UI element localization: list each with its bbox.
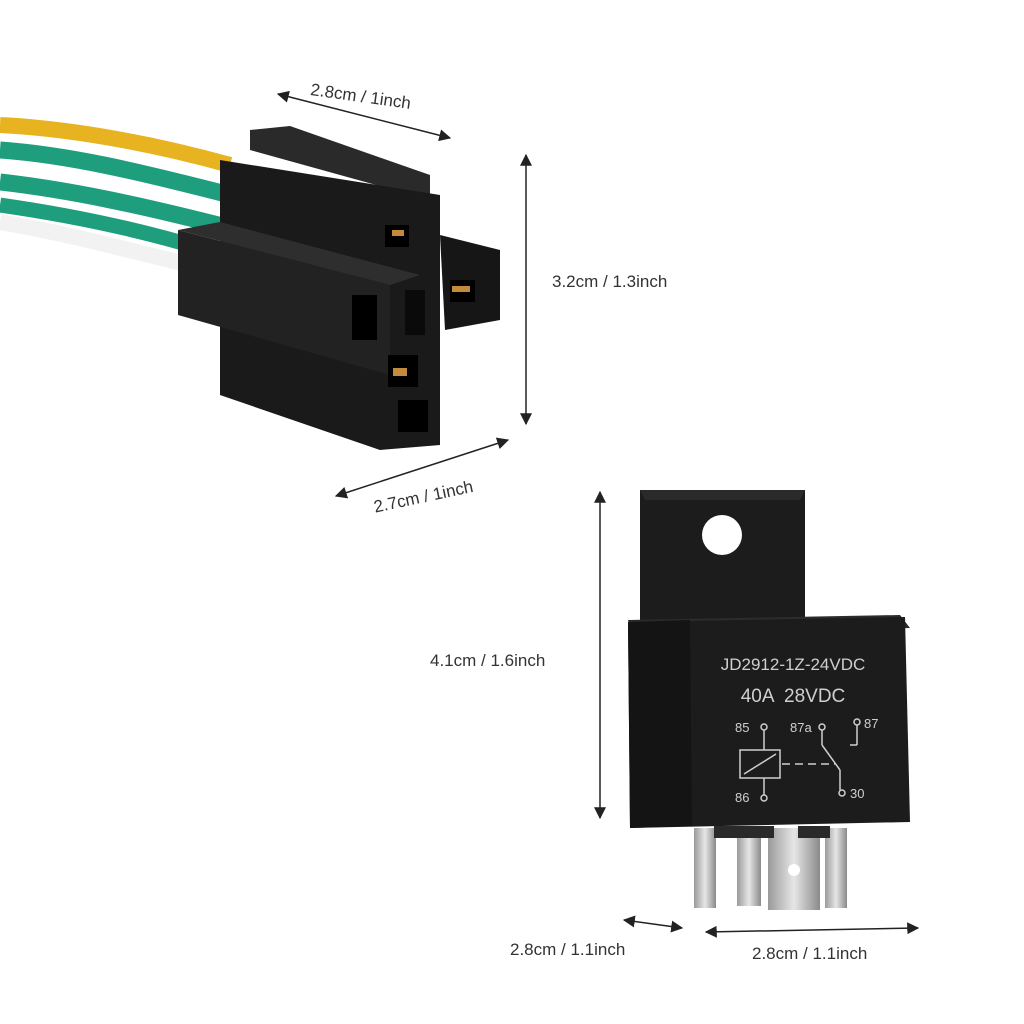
wire-green-2 [0, 173, 233, 237]
pin-label-87a: 87a [790, 720, 812, 735]
relay-bottom-right-arrow [704, 922, 920, 938]
pin-label-87: 87 [864, 716, 878, 731]
socket-top-width-arrow [276, 90, 452, 142]
wire-green-3 [0, 197, 203, 256]
socket-bottom-width-arrow [334, 437, 510, 499]
relay-socket [178, 126, 500, 450]
socket-wires [0, 117, 233, 273]
relay-mounting-bracket [640, 490, 805, 620]
pin-label-30: 30 [850, 786, 864, 801]
wire-green-1 [0, 141, 233, 204]
pin-label-85: 85 [735, 720, 749, 735]
relay-bottom-left-arrow [622, 915, 684, 933]
relay-schematic [739, 718, 861, 802]
relay-model-text: JD2912-1Z-24VDC [721, 655, 866, 674]
pin-label-86: 86 [735, 790, 749, 805]
relay-rating-text: 40A 28VDC [741, 686, 846, 707]
relay-pins [694, 826, 847, 910]
socket-height-label: 3.2cm / 1.3inch [552, 272, 668, 291]
relay-bottom-right-label: 2.8cm / 1.1inch [752, 944, 868, 963]
relay-bottom-left-label: 2.8cm / 1.1inch [510, 940, 626, 959]
wire-yellow [0, 117, 233, 173]
wire-white [0, 214, 192, 273]
relay-height-label: 4.1cm / 1.6inch [430, 651, 546, 670]
mounting-hole [702, 515, 742, 555]
automotive-relay: JD2912-1Z-24VDC 40A 28VDC 85 86 87a 87 3… [628, 490, 910, 910]
